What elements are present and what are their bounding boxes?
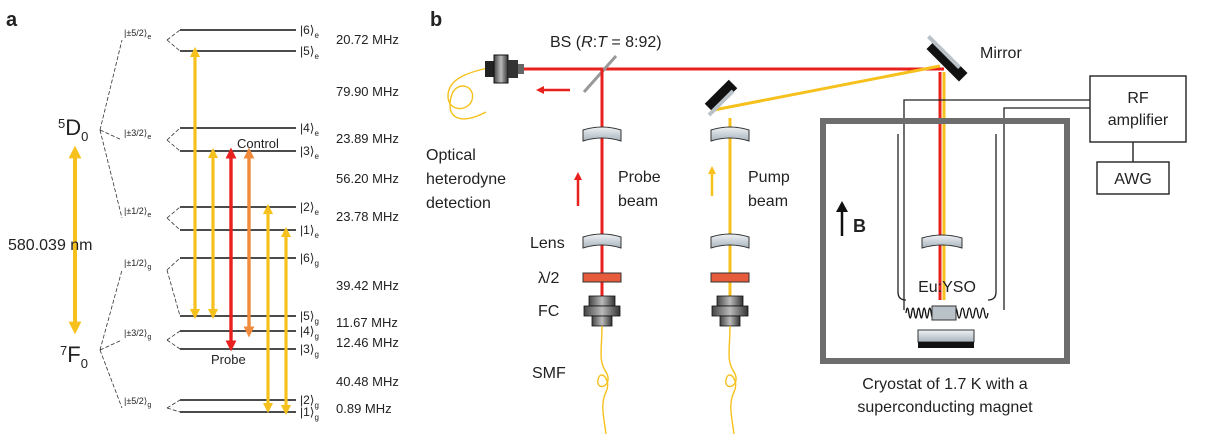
pump-smf-fiber bbox=[725, 325, 737, 434]
probe-optics bbox=[582, 126, 622, 327]
pump-beam-line-2: beam bbox=[748, 193, 788, 210]
probe-beam-line-2: beam bbox=[618, 193, 658, 210]
pump-to-mirror-beam bbox=[713, 64, 941, 112]
optical-wavelength: 580.039 nm bbox=[8, 237, 93, 254]
probe-lens-lower bbox=[582, 233, 622, 249]
pump-halfwave-plate bbox=[710, 272, 750, 283]
probe-halfwave-plate bbox=[582, 272, 622, 283]
beam-splitter bbox=[582, 55, 618, 93]
detector-coupler bbox=[485, 54, 524, 84]
excited-manifold-label: 5D0 bbox=[58, 115, 88, 144]
level-label: |5⟩g bbox=[300, 309, 319, 326]
splitting-label: 40.48 MHz bbox=[336, 374, 399, 389]
group-label: |±1/2⟩g bbox=[124, 258, 151, 271]
group-label: |±3/2⟩e bbox=[124, 128, 151, 141]
pump-fiber-coupler bbox=[711, 295, 749, 327]
awg-box bbox=[1096, 161, 1170, 195]
level-label: |4⟩e bbox=[300, 121, 319, 138]
level-label: |3⟩e bbox=[300, 144, 319, 161]
b-field-label: B bbox=[853, 216, 866, 236]
level-label: |6⟩e bbox=[300, 23, 319, 40]
level-label: |3⟩g bbox=[300, 342, 319, 359]
rf-amplifier-line-1: RF bbox=[1127, 90, 1149, 107]
level-label: |2⟩e bbox=[300, 200, 319, 217]
panel-a-label: a bbox=[6, 9, 18, 31]
probe-lens-upper bbox=[582, 126, 622, 142]
top-mirror bbox=[926, 35, 968, 82]
splitting-label: 0.89 MHz bbox=[336, 401, 392, 416]
cryostat-outline bbox=[820, 118, 1070, 364]
detector-fiber-coil bbox=[447, 67, 489, 120]
pump-lens-lower bbox=[710, 233, 750, 249]
splitting-label: 12.46 MHz bbox=[336, 335, 399, 350]
splitting-label: 23.89 MHz bbox=[336, 131, 399, 146]
sample-base bbox=[918, 342, 974, 348]
probe-smf-fiber bbox=[597, 325, 609, 434]
fc-label: FC bbox=[538, 303, 559, 320]
probe-beam-line-1: Probe bbox=[618, 169, 661, 186]
panel-b-label: b bbox=[430, 9, 442, 31]
rf-coil-left bbox=[905, 307, 935, 319]
splitting-label: 11.67 MHz bbox=[336, 315, 398, 330]
splitting-label: 79.90 MHz bbox=[336, 84, 399, 99]
splitting-label: 56.20 MHz bbox=[336, 171, 399, 186]
level-label: |2⟩g bbox=[300, 393, 319, 410]
mirror-label: Mirror bbox=[980, 45, 1022, 62]
detection-line-1: Optical bbox=[426, 147, 476, 164]
level-label: |5⟩e bbox=[300, 44, 319, 61]
rf-coil-right bbox=[953, 307, 989, 319]
panel-b: b BS (R:T = 8:92) bbox=[426, 9, 1187, 434]
level-label: |6⟩g bbox=[300, 251, 319, 268]
pump-lens-upper bbox=[710, 126, 750, 142]
group-label: |±3/2⟩g bbox=[124, 328, 151, 341]
panel-a: a 5D0 7F0 580.039 nm bbox=[6, 9, 399, 422]
sample-holder bbox=[897, 134, 997, 301]
pump-beam-line-1: Pump bbox=[748, 169, 790, 186]
detection-line-3: detection bbox=[426, 195, 491, 212]
sample-mount bbox=[917, 329, 975, 343]
probe-fiber-coupler bbox=[583, 295, 621, 327]
probe-label: Probe bbox=[211, 352, 246, 367]
crystal-label: Eu:YSO bbox=[918, 279, 976, 296]
pump-mirror bbox=[704, 79, 738, 117]
halfwave-label: λ/2 bbox=[538, 270, 559, 287]
control-label: Control bbox=[237, 136, 279, 151]
cryostat-line-2: superconducting magnet bbox=[857, 399, 1033, 416]
transition-arrows bbox=[189, 46, 292, 416]
eu-yso-crystal bbox=[931, 305, 957, 321]
group-label: |±5/2⟩g bbox=[124, 396, 151, 409]
group-label: |±1/2⟩e bbox=[124, 206, 151, 219]
lens-label: Lens bbox=[530, 235, 565, 252]
smf-label: SMF bbox=[532, 365, 566, 382]
fan-lines bbox=[99, 29, 181, 413]
level-label: |1⟩g bbox=[300, 405, 319, 422]
detection-line-2: heterodyne bbox=[426, 171, 506, 188]
group-label: |±5/2⟩e bbox=[124, 28, 151, 41]
level-label: |4⟩g bbox=[300, 324, 319, 341]
bs-label: BS (R:T = 8:92) bbox=[550, 34, 662, 51]
cryostat-lens bbox=[921, 234, 963, 249]
rf-cables bbox=[903, 99, 1090, 310]
awg-label: AWG bbox=[1114, 171, 1152, 188]
rf-amplifier-line-2: amplifier bbox=[1108, 112, 1169, 129]
ground-manifold-label: 7F0 bbox=[60, 342, 88, 371]
cryostat-line-1: Cryostat of 1.7 K with a bbox=[862, 376, 1028, 393]
pump-optics bbox=[710, 126, 750, 327]
splitting-label: 39.42 MHz bbox=[336, 278, 399, 293]
splitting-label: 20.72 MHz bbox=[336, 32, 399, 47]
rf-amplifier-box bbox=[1089, 75, 1187, 143]
splitting-label: 23.78 MHz bbox=[336, 209, 399, 224]
level-label: |1⟩e bbox=[300, 223, 319, 240]
